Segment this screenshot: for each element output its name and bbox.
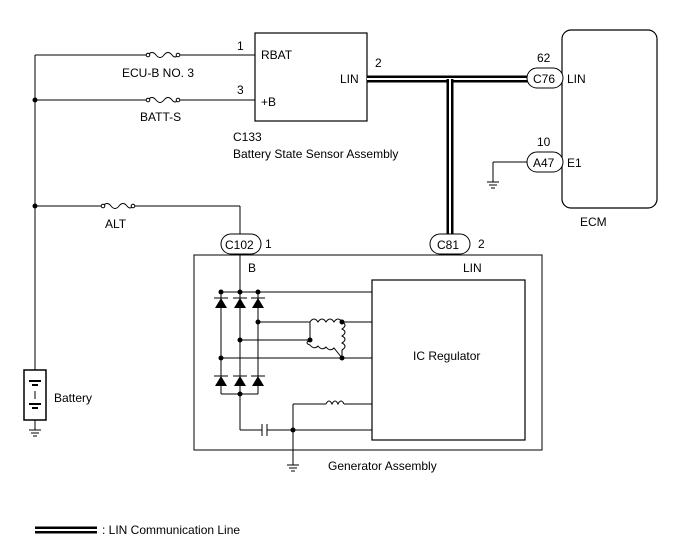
ecm-connector-c76-label: C76 [533, 72, 555, 86]
diode-icon [214, 375, 265, 386]
legend: : LIN Communication Line [35, 523, 240, 537]
ic-regulator-label: IC Regulator [413, 349, 480, 363]
generator-pin-b: 1 [265, 237, 272, 251]
bss-pin1: 1 [237, 39, 244, 53]
battery-state-sensor: 1 RBAT 3 +B 2 LIN C133 Battery State Sen… [233, 32, 398, 161]
battery-label: Battery [54, 391, 92, 405]
ground-icon [287, 464, 299, 472]
bss-name: Battery State Sensor Assembly [233, 147, 398, 161]
ecm-pin10-name: E1 [567, 156, 582, 170]
legend-lin-label: : LIN Communication Line [102, 523, 240, 537]
fuse-alt-label: ALT [105, 217, 127, 231]
ecm-pin10: 10 [537, 135, 551, 149]
connector-c81 [429, 233, 471, 255]
generator-label: Generator Assembly [328, 459, 437, 473]
bss-pin2: 2 [375, 56, 382, 70]
ecm: ECM 62 C76 LIN 10 A47 E1 [492, 29, 658, 229]
diode-icon [214, 297, 265, 308]
ecm-pin62-name: LIN [567, 72, 586, 86]
generator-pin-lin: 2 [478, 237, 485, 251]
fuse-batt-s-label: BATT-S [140, 110, 181, 124]
ecm-pin62: 62 [537, 51, 551, 65]
bss-pin3: 3 [237, 83, 244, 97]
field-coil-icon [325, 400, 345, 406]
connector-c102 [220, 233, 262, 255]
connector-c102-label: C102 [225, 238, 254, 252]
ground-icon [487, 181, 499, 189]
connector-c81-label: C81 [437, 238, 459, 252]
battery-icon [23, 369, 47, 430]
ecm-connector-c76 [526, 67, 564, 89]
bss-pin2-name: LIN [340, 72, 359, 86]
fuse-ecu-b-no3: ECU-B NO. 3 [122, 52, 194, 80]
fuse-ecu-b-no3-label: ECU-B NO. 3 [122, 66, 194, 80]
generator-pin-b-name: B [248, 261, 256, 275]
ground-icon [29, 429, 41, 437]
generator-pin-lin-name: LIN [463, 261, 482, 275]
ecm-connector-a47-label: A47 [533, 156, 555, 170]
fuse-batt-s: BATT-S [140, 97, 181, 124]
stator-coil-icon [306, 318, 372, 361]
ecm-label: ECM [580, 215, 607, 229]
bss-pin1-name: RBAT [261, 48, 293, 62]
bss-code: C133 [233, 130, 262, 144]
fuse-alt: ALT [100, 203, 136, 231]
generator-assembly: Generator Assembly C102 1 B C81 2 LIN IC… [193, 233, 543, 473]
bss-pin3-name: +B [261, 95, 276, 109]
battery-bus [32, 54, 255, 370]
